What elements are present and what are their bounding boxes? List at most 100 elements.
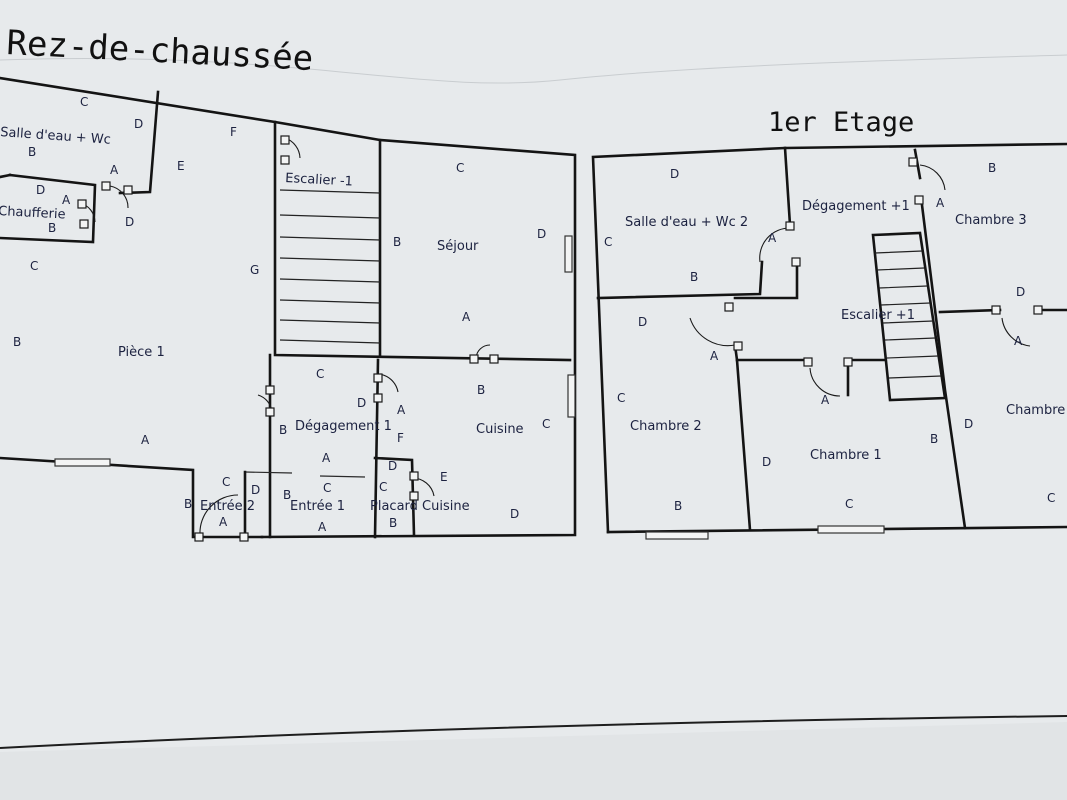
wall-letter: C <box>379 480 387 494</box>
wall-letter: D <box>762 455 771 469</box>
wall-letter: A <box>141 433 150 447</box>
entry-partitions <box>244 471 366 478</box>
door-hinge <box>194 532 204 542</box>
wall-letter: D <box>134 117 143 131</box>
wall-letter: D <box>670 167 679 181</box>
wall-letter: D <box>1016 285 1025 299</box>
wall-letter: B <box>930 432 938 446</box>
room-label-sejour: Séjour <box>437 239 479 254</box>
cuisine-window <box>567 374 576 418</box>
wall-letter: C <box>456 161 464 175</box>
chambre1-door-swing <box>809 367 841 397</box>
paper-edge-line <box>0 715 1067 749</box>
door-hinge <box>469 354 479 364</box>
wall-letter: A <box>219 515 228 529</box>
wall-letter: A <box>62 193 71 207</box>
salle-eau2-door-swing <box>759 227 791 263</box>
room-label-degagement1: Dégagement 1 <box>295 419 392 434</box>
room-label-chambre3: Chambre 3 <box>955 213 1027 228</box>
wall-letter: B <box>184 497 192 511</box>
wall-letter: A <box>110 163 119 177</box>
wall-letter: A <box>397 403 406 417</box>
wall-letter: B <box>690 270 698 284</box>
door-hinge <box>914 195 924 205</box>
door-hinge <box>373 393 383 403</box>
room-label-chambre2: Chambre 2 <box>630 419 702 434</box>
door-hinge <box>843 357 853 367</box>
chambre2-door-swing <box>689 317 736 347</box>
wall-letter: A <box>462 310 471 324</box>
wall-letter: C <box>604 235 612 249</box>
wall-letter: D <box>357 396 366 410</box>
ground-outer-wall <box>0 76 577 539</box>
door-hinge <box>373 373 383 383</box>
first-outer-wall <box>591 142 1067 534</box>
door-hinge <box>265 385 275 395</box>
room-label-degagement-plus1: Dégagement +1 <box>802 199 910 214</box>
first-floor-plan: Salle d'eau + Wc 2 Dégagement +1 Chambre… <box>591 142 1067 540</box>
piece1-window <box>54 458 111 467</box>
room-label-escalier-down: Escalier -1 <box>285 171 353 190</box>
wall-letter: D <box>125 215 134 229</box>
wall-letter: D <box>638 315 647 329</box>
ground-floor-plan: Salle d'eau + Wc Chaufferie Pièce 1 Esca… <box>0 76 577 542</box>
wall-letter: F <box>230 125 237 139</box>
chambre4-north-wall <box>938 308 1002 314</box>
paper-fold <box>0 54 1067 84</box>
wall-letter: B <box>28 145 36 159</box>
placard-wall <box>373 456 416 537</box>
door-hinge <box>409 471 419 481</box>
wall-letter: E <box>177 159 185 173</box>
wall-letter: D <box>964 417 973 431</box>
room-label-salle-eau2: Salle d'eau + Wc 2 <box>625 215 748 230</box>
chaufferie-wall <box>0 173 97 244</box>
wall-letter: B <box>988 161 996 175</box>
wall-letter: E <box>440 470 448 484</box>
salle-eau2-south-wall <box>596 260 764 300</box>
wall-letter: A <box>1014 334 1023 348</box>
door-hinge <box>79 219 89 229</box>
wall-letter: C <box>323 481 331 495</box>
wall-letter: C <box>1047 491 1055 505</box>
wall-letter: B <box>674 499 682 513</box>
door-hinge <box>1033 305 1043 315</box>
door-hinge <box>791 257 801 267</box>
door-hinge <box>101 181 111 191</box>
room-label-chambre4: Chambre <box>1006 403 1065 418</box>
door-hinge <box>803 357 813 367</box>
wall-letter: B <box>283 488 291 502</box>
wall-letter: C <box>845 497 853 511</box>
room-label-piece1: Pièce 1 <box>118 345 165 360</box>
door-hinge <box>724 302 734 312</box>
wall-letter: C <box>542 417 550 431</box>
door-hinge <box>123 185 133 195</box>
room-label-cuisine: Cuisine <box>476 422 524 437</box>
door-hinge <box>489 354 499 364</box>
wall-letter: D <box>510 507 519 521</box>
room-label-entree2: Entrée 2 <box>200 499 255 514</box>
wall-letter: G <box>250 263 259 277</box>
stair-up-outline <box>871 231 947 402</box>
room-label-chaufferie: Chaufferie <box>0 204 66 223</box>
wall-letter: F <box>397 431 404 445</box>
wall-letter: B <box>279 423 287 437</box>
wall-letter: A <box>710 349 719 363</box>
room-label-entree1: Entrée 1 <box>290 499 345 514</box>
wall-letter: D <box>36 183 45 197</box>
door-hinge <box>239 532 249 542</box>
wall-letter: A <box>936 196 945 210</box>
room-label-placard: Placard Cuisine <box>370 499 470 514</box>
stair-steps-down <box>279 189 381 344</box>
chambre1-window <box>817 525 885 534</box>
degagement-wall <box>733 260 799 300</box>
wall-letter: D <box>537 227 546 241</box>
wall-letter: A <box>318 520 327 534</box>
chambre3-door-swing <box>919 164 946 191</box>
door-hinge <box>785 221 795 231</box>
wall-letter: B <box>48 221 56 235</box>
door-hinge <box>409 491 419 501</box>
chambre2-window <box>645 531 709 540</box>
wall-letter: A <box>322 451 331 465</box>
